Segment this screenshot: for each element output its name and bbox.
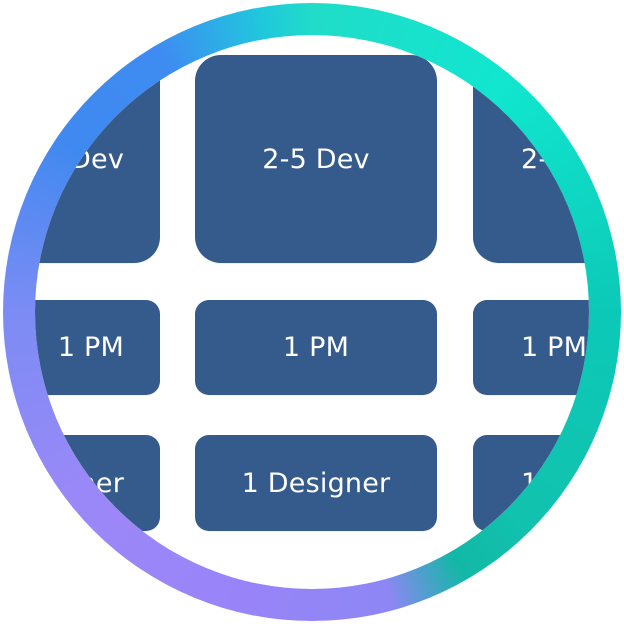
tile-designer-center: 1 Designer xyxy=(195,435,437,531)
tile-label: 1 Designer xyxy=(35,467,124,499)
tile-pm-left: 1 PM xyxy=(35,300,160,395)
tile-label: 2-5 Dev xyxy=(521,143,589,175)
tile-pm-center: 1 PM xyxy=(195,300,437,395)
tile-label: 1 PM xyxy=(521,332,588,363)
tile-label: 1 Designer xyxy=(521,467,589,499)
tile-dev-left: 2-5 Dev xyxy=(35,55,160,263)
tile-designer-left: 1 Designer xyxy=(35,435,160,531)
tile-label: 1 PM xyxy=(57,332,124,363)
tile-label: 1 Designer xyxy=(241,467,391,499)
badge-viewport: 2-5 Dev 2-5 Dev 2-5 Dev 1 PM 1 PM 1 PM 1… xyxy=(35,35,589,589)
tile-dev-center: 2-5 Dev xyxy=(195,55,437,263)
tile-dev-right: 2-5 Dev xyxy=(473,55,589,263)
tile-label: 1 PM xyxy=(282,332,350,363)
tile-label: 2-5 Dev xyxy=(262,143,370,175)
tile-pm-right: 1 PM xyxy=(473,300,589,395)
tile-designer-right: 1 Designer xyxy=(473,435,589,531)
tile-label: 2-5 Dev xyxy=(35,143,124,175)
